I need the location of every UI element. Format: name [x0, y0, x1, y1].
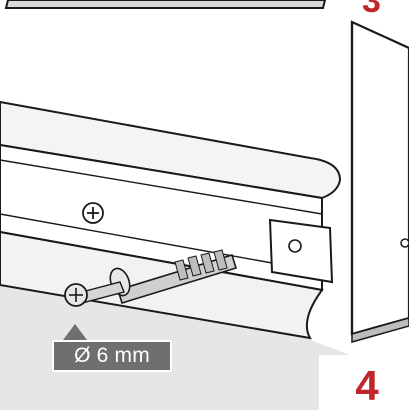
wall-panel: [4, 0, 327, 9]
skirting-top: [0, 100, 342, 200]
previous-step-number: 3: [362, 0, 381, 20]
mounting-hole: [288, 239, 302, 253]
mounting-clip: [268, 218, 334, 284]
drill-diameter-label: Ø 6 mm: [52, 340, 172, 372]
label-pointer: [63, 324, 87, 340]
cabinet-base: [351, 317, 409, 343]
skirting-groove-1: [0, 159, 323, 215]
step-number-box: [319, 355, 409, 410]
screw-head-icon: [82, 202, 104, 224]
step-number: 4: [355, 362, 379, 409]
wall-plug-dowel: [77, 249, 238, 304]
cabinet-side: [350, 20, 409, 336]
floor: [0, 272, 409, 410]
cabinet-hole: [400, 238, 409, 248]
screw-head-icon-lower: [64, 283, 88, 307]
skirting-groove-2: [0, 213, 323, 273]
